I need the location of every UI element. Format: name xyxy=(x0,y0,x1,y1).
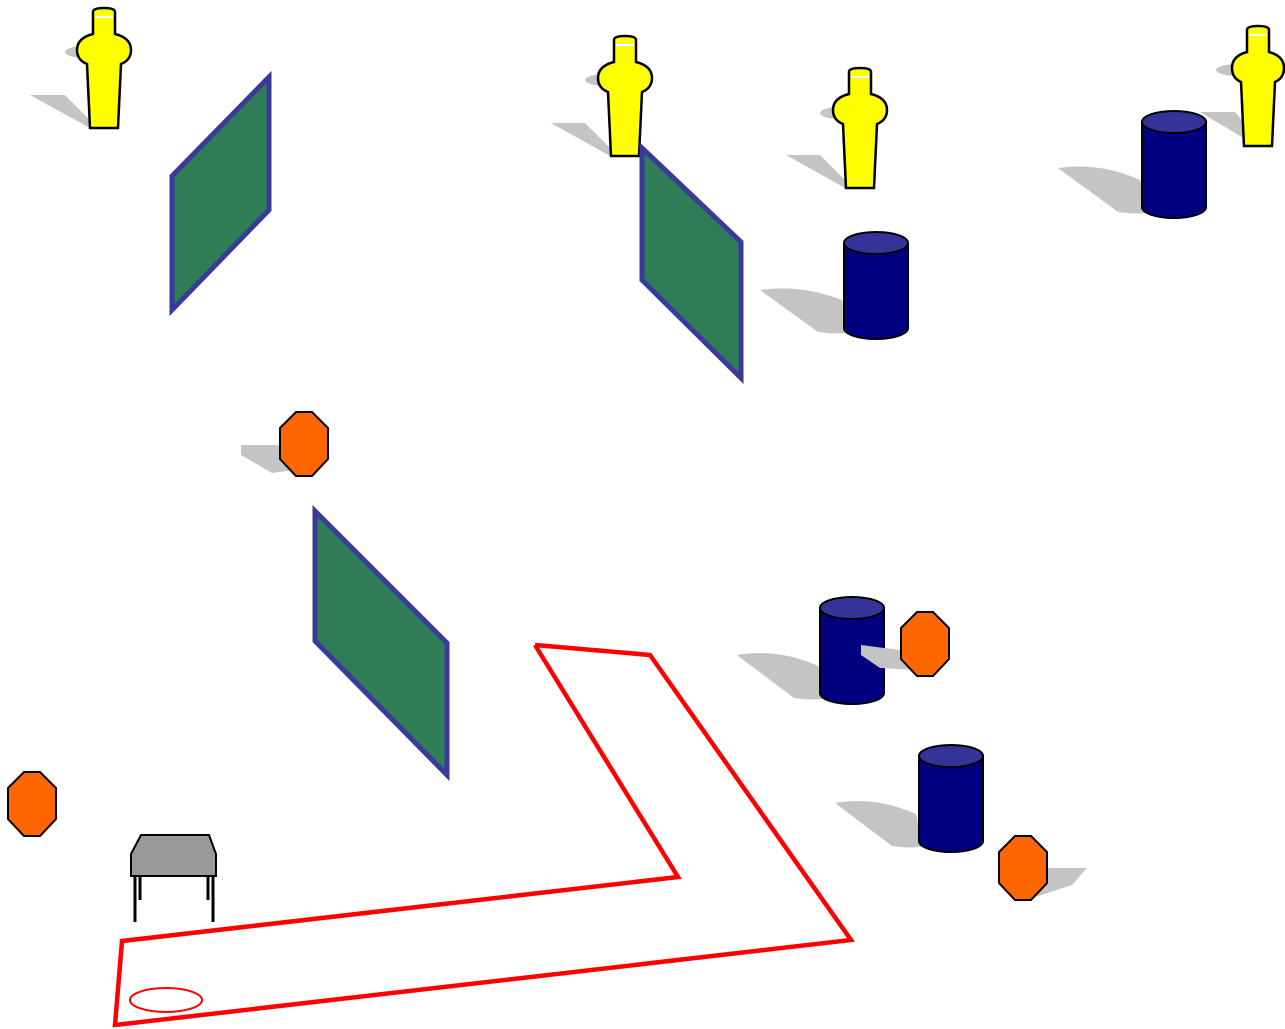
paper-target-1 xyxy=(30,6,133,130)
paper-target-3 xyxy=(786,66,889,190)
table-icon xyxy=(130,834,217,922)
barrel-1 xyxy=(1058,110,1207,219)
barrel-3 xyxy=(737,596,915,705)
barrel-4 xyxy=(835,744,984,853)
paper-target-4 xyxy=(1200,24,1285,148)
barrel-2 xyxy=(760,231,909,340)
barricade-1 xyxy=(169,70,272,317)
steel-plate-1 xyxy=(241,411,329,477)
steel-plate-4 xyxy=(998,835,1087,901)
barricade-3 xyxy=(312,504,450,782)
fault-line xyxy=(112,642,856,1028)
barricade-2 xyxy=(639,142,744,384)
start-position-icon xyxy=(129,987,203,1013)
steel-plate-2 xyxy=(900,611,950,677)
paper-target-2 xyxy=(551,34,654,158)
steel-plate-3 xyxy=(7,771,57,837)
